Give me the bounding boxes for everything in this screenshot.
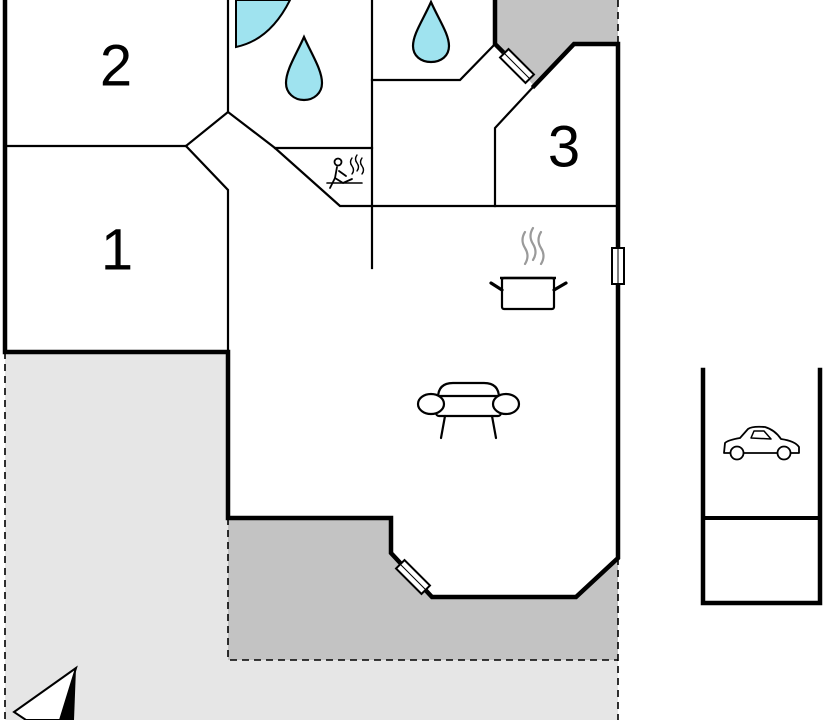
water-drop-icon bbox=[284, 34, 324, 102]
water-drop-icon bbox=[411, 0, 451, 64]
terrace-light bbox=[5, 352, 618, 720]
wall-bath2-bottom bbox=[370, 42, 497, 82]
terrace-boundary-inner bbox=[227, 518, 618, 661]
room-label-1: 1 bbox=[101, 218, 133, 283]
terrace-dark-upper bbox=[495, 0, 618, 86]
north-arrow-icon bbox=[12, 665, 78, 720]
room-label-2: 2 bbox=[100, 34, 132, 99]
window-right bbox=[611, 247, 625, 285]
window-bottom bbox=[394, 558, 432, 596]
carport bbox=[700, 367, 823, 606]
sauna-icon bbox=[326, 154, 365, 189]
room-label-3: 3 bbox=[548, 115, 580, 180]
car-icon bbox=[723, 425, 800, 461]
bathtub-icon bbox=[235, 0, 292, 49]
cooking-pot-icon bbox=[489, 226, 568, 311]
wall-hall-left bbox=[184, 144, 230, 354]
sofa-icon bbox=[416, 381, 521, 440]
wall-room3-left bbox=[493, 84, 536, 208]
window-top-right bbox=[498, 47, 536, 85]
